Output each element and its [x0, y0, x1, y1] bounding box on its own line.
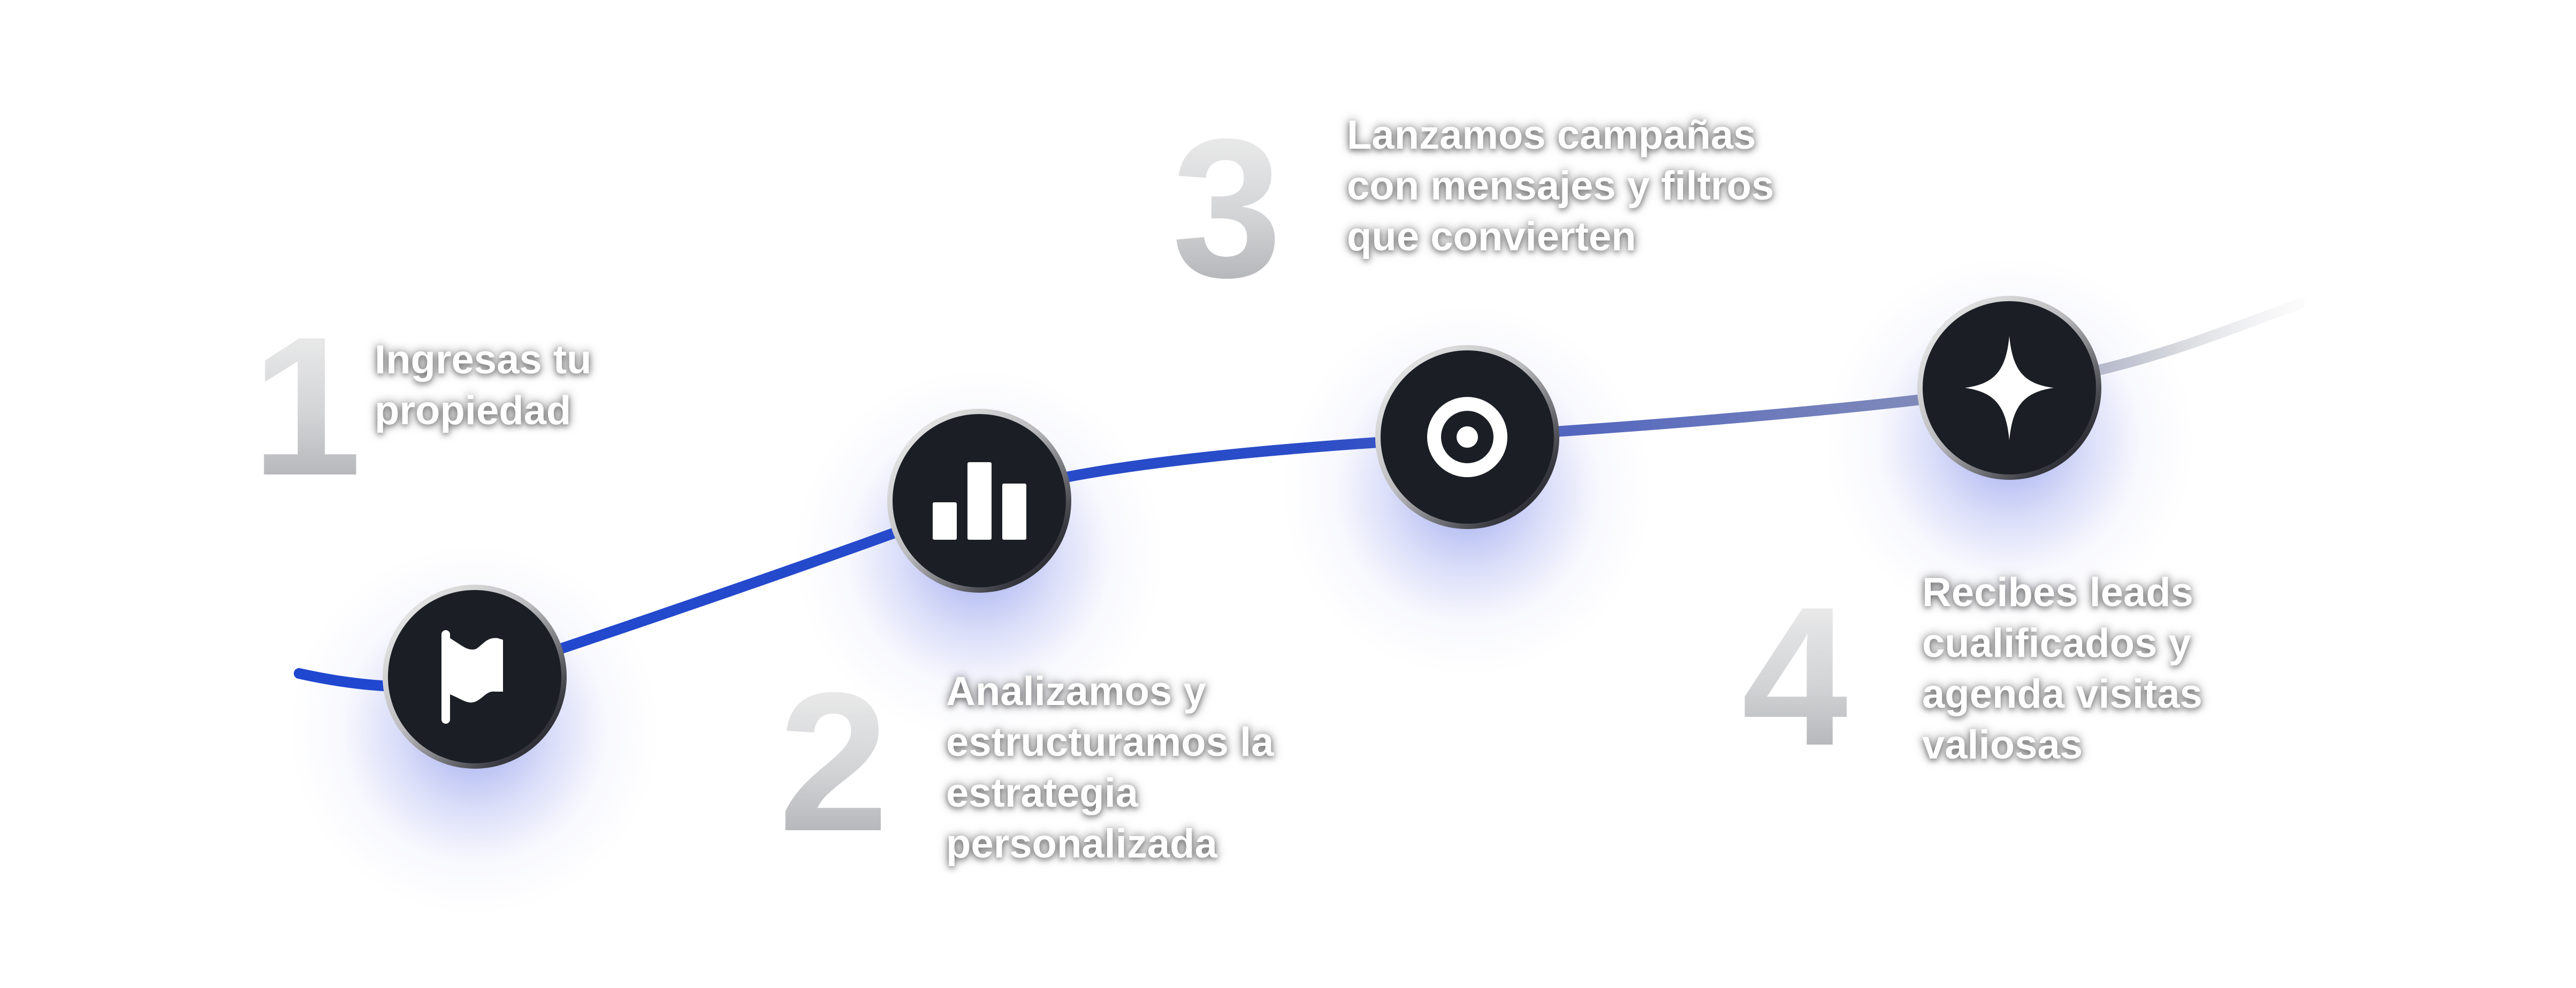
step-4-line: valiosas — [1922, 722, 2083, 768]
step-2-node — [887, 409, 1071, 593]
step-2-line: estructuramos la — [946, 719, 1274, 765]
step-3-line: Lanzamos campañas — [1347, 112, 1756, 158]
step-3-line: con mensajes y filtros — [1347, 163, 1774, 209]
step-2-line: personalizada — [946, 821, 1217, 867]
step-3-node — [1375, 345, 1559, 529]
step-2-line: Analizamos y — [946, 669, 1206, 714]
step-1-line: propiedad — [375, 388, 571, 433]
step-number-1: 1 — [251, 296, 362, 517]
step-2-text: Analizamos y estructuramos la estrategia… — [946, 666, 1274, 869]
step-4-node — [1917, 296, 2101, 480]
target-icon — [1427, 397, 1507, 477]
step-4-line: Recibes leads — [1922, 570, 2193, 615]
step-1-node — [383, 585, 567, 769]
step-4-line: agenda visitas — [1922, 671, 2202, 717]
step-4-text: Recibes leads cualificados y agenda visi… — [1922, 567, 2202, 770]
step-1-line: Ingresas tu — [375, 337, 592, 382]
step-3-line: que convierten — [1347, 214, 1636, 259]
step-number-2: 2 — [779, 652, 889, 872]
flag-icon — [441, 630, 503, 724]
step-4-line: cualificados y — [1922, 621, 2191, 666]
step-2-line: estrategia — [946, 770, 1139, 816]
step-number-4: 4 — [1742, 566, 1852, 787]
sparkle-icon — [1965, 336, 2054, 440]
step-number-3: 3 — [1172, 98, 1282, 319]
step-3-text: Lanzamos campañas con mensajes y filtros… — [1347, 110, 1774, 262]
step-1-text: Ingresas tu propiedad — [375, 334, 591, 436]
bar-chart-icon — [933, 462, 1026, 540]
